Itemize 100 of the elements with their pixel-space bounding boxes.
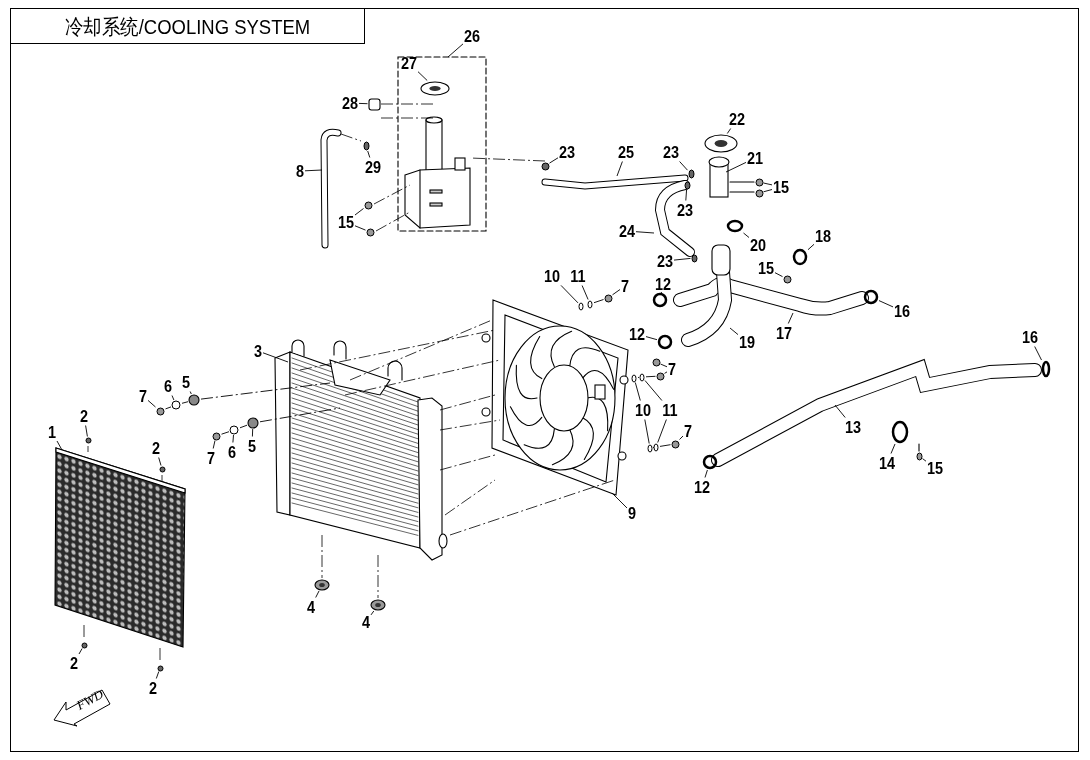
clip-icon <box>690 253 698 263</box>
callout-number: 7 <box>207 449 215 467</box>
leader-line <box>560 284 579 304</box>
screw-icon <box>156 664 164 672</box>
leader-line <box>644 419 650 444</box>
callout-number: 22 <box>728 110 746 128</box>
assembly-line <box>200 382 331 400</box>
bolt-icon <box>651 357 661 367</box>
leader-line <box>171 395 175 401</box>
clip-icon <box>540 161 550 171</box>
leader-line <box>834 404 846 418</box>
leader-line <box>616 161 623 177</box>
assembly-line <box>659 444 671 447</box>
leader-line <box>354 225 366 231</box>
washer-icon <box>639 372 645 382</box>
leader-line <box>581 285 589 300</box>
leader-line <box>729 327 739 336</box>
leader-line <box>155 671 160 679</box>
callout-number: 10 <box>634 401 652 419</box>
callout-number: 23 <box>558 143 576 161</box>
leader-line <box>644 380 663 401</box>
leader-line <box>1034 346 1042 361</box>
clamp-icon <box>726 219 744 233</box>
grommet-icon <box>370 599 386 611</box>
callout-number: 5 <box>248 437 256 455</box>
clamp-icon <box>657 334 673 350</box>
leader-line <box>660 363 668 368</box>
bolt-icon <box>603 293 613 303</box>
bolt-icon <box>782 274 792 284</box>
callout-number: 2 <box>80 407 88 425</box>
screw-icon <box>158 465 166 473</box>
callout-number: 15 <box>926 459 944 477</box>
leader-line <box>743 232 750 238</box>
leader-line <box>358 102 368 105</box>
bolt-icon <box>211 431 221 441</box>
callout-number: 21 <box>746 149 764 167</box>
leader-line <box>660 291 662 294</box>
callout-number: 29 <box>364 158 382 176</box>
callout-number: 11 <box>662 401 678 419</box>
clip-icon <box>683 180 691 190</box>
leader-line <box>725 161 747 173</box>
leader-line <box>763 182 773 186</box>
leader-line <box>612 289 621 296</box>
callout-number: 8 <box>296 162 304 180</box>
assembly-line <box>593 299 604 304</box>
callout-number: 14 <box>878 454 896 472</box>
bolt-icon <box>365 227 375 237</box>
leader-line <box>158 457 162 466</box>
callout-number: 25 <box>617 143 635 161</box>
callout-number: 23 <box>656 252 674 270</box>
clamp-icon <box>863 289 879 305</box>
screw-icon <box>80 641 88 649</box>
callout-number: 1 <box>48 423 56 441</box>
leader-line <box>807 243 815 251</box>
clip-icon <box>362 141 370 151</box>
leader-line <box>212 440 216 449</box>
leader-line <box>890 443 896 454</box>
callout-number: 2 <box>149 679 157 697</box>
callout-number: 23 <box>676 201 694 219</box>
callout-number: 18 <box>814 227 832 245</box>
clip-icon <box>687 169 695 179</box>
leader-line <box>78 648 83 655</box>
nut-icon <box>247 417 259 429</box>
leader-line <box>417 71 428 81</box>
washer-icon <box>587 299 593 309</box>
washer-icon <box>653 442 659 452</box>
bolt-icon <box>754 177 764 187</box>
leader-line <box>370 610 375 616</box>
bolt-icon <box>155 406 165 416</box>
callout-number: 27 <box>400 54 418 72</box>
callout-number: 7 <box>139 387 147 405</box>
clamp-icon <box>702 454 718 470</box>
washer-icon <box>578 301 584 311</box>
leader-line <box>922 458 927 462</box>
washer-icon <box>229 425 239 435</box>
callout-number: 16 <box>1021 328 1039 346</box>
bolt-icon <box>754 188 764 198</box>
leader-line <box>549 157 559 164</box>
callout-number: 7 <box>621 277 629 295</box>
leader-line <box>704 469 708 478</box>
callout-number: 6 <box>164 377 172 395</box>
callout-number: 10 <box>543 267 561 285</box>
assembly-line <box>221 431 230 435</box>
callout-number: 9 <box>628 504 636 522</box>
callout-number: 23 <box>662 143 680 161</box>
cup-icon <box>367 97 381 111</box>
grommet-icon <box>314 579 330 591</box>
callout-number: 4 <box>307 598 315 616</box>
nut-icon <box>188 394 200 406</box>
title: 冷却系统/COOLING SYSTEM <box>11 9 365 44</box>
leader-line <box>774 272 783 278</box>
leader-line <box>251 428 254 437</box>
callout-number: 20 <box>749 236 767 254</box>
clamp-icon <box>891 420 909 444</box>
leader-line <box>367 150 371 158</box>
bolt-icon <box>363 200 373 210</box>
leader-line <box>673 257 691 261</box>
clamp-icon <box>792 248 808 266</box>
assembly-line <box>645 375 656 378</box>
leader-line <box>685 189 688 201</box>
